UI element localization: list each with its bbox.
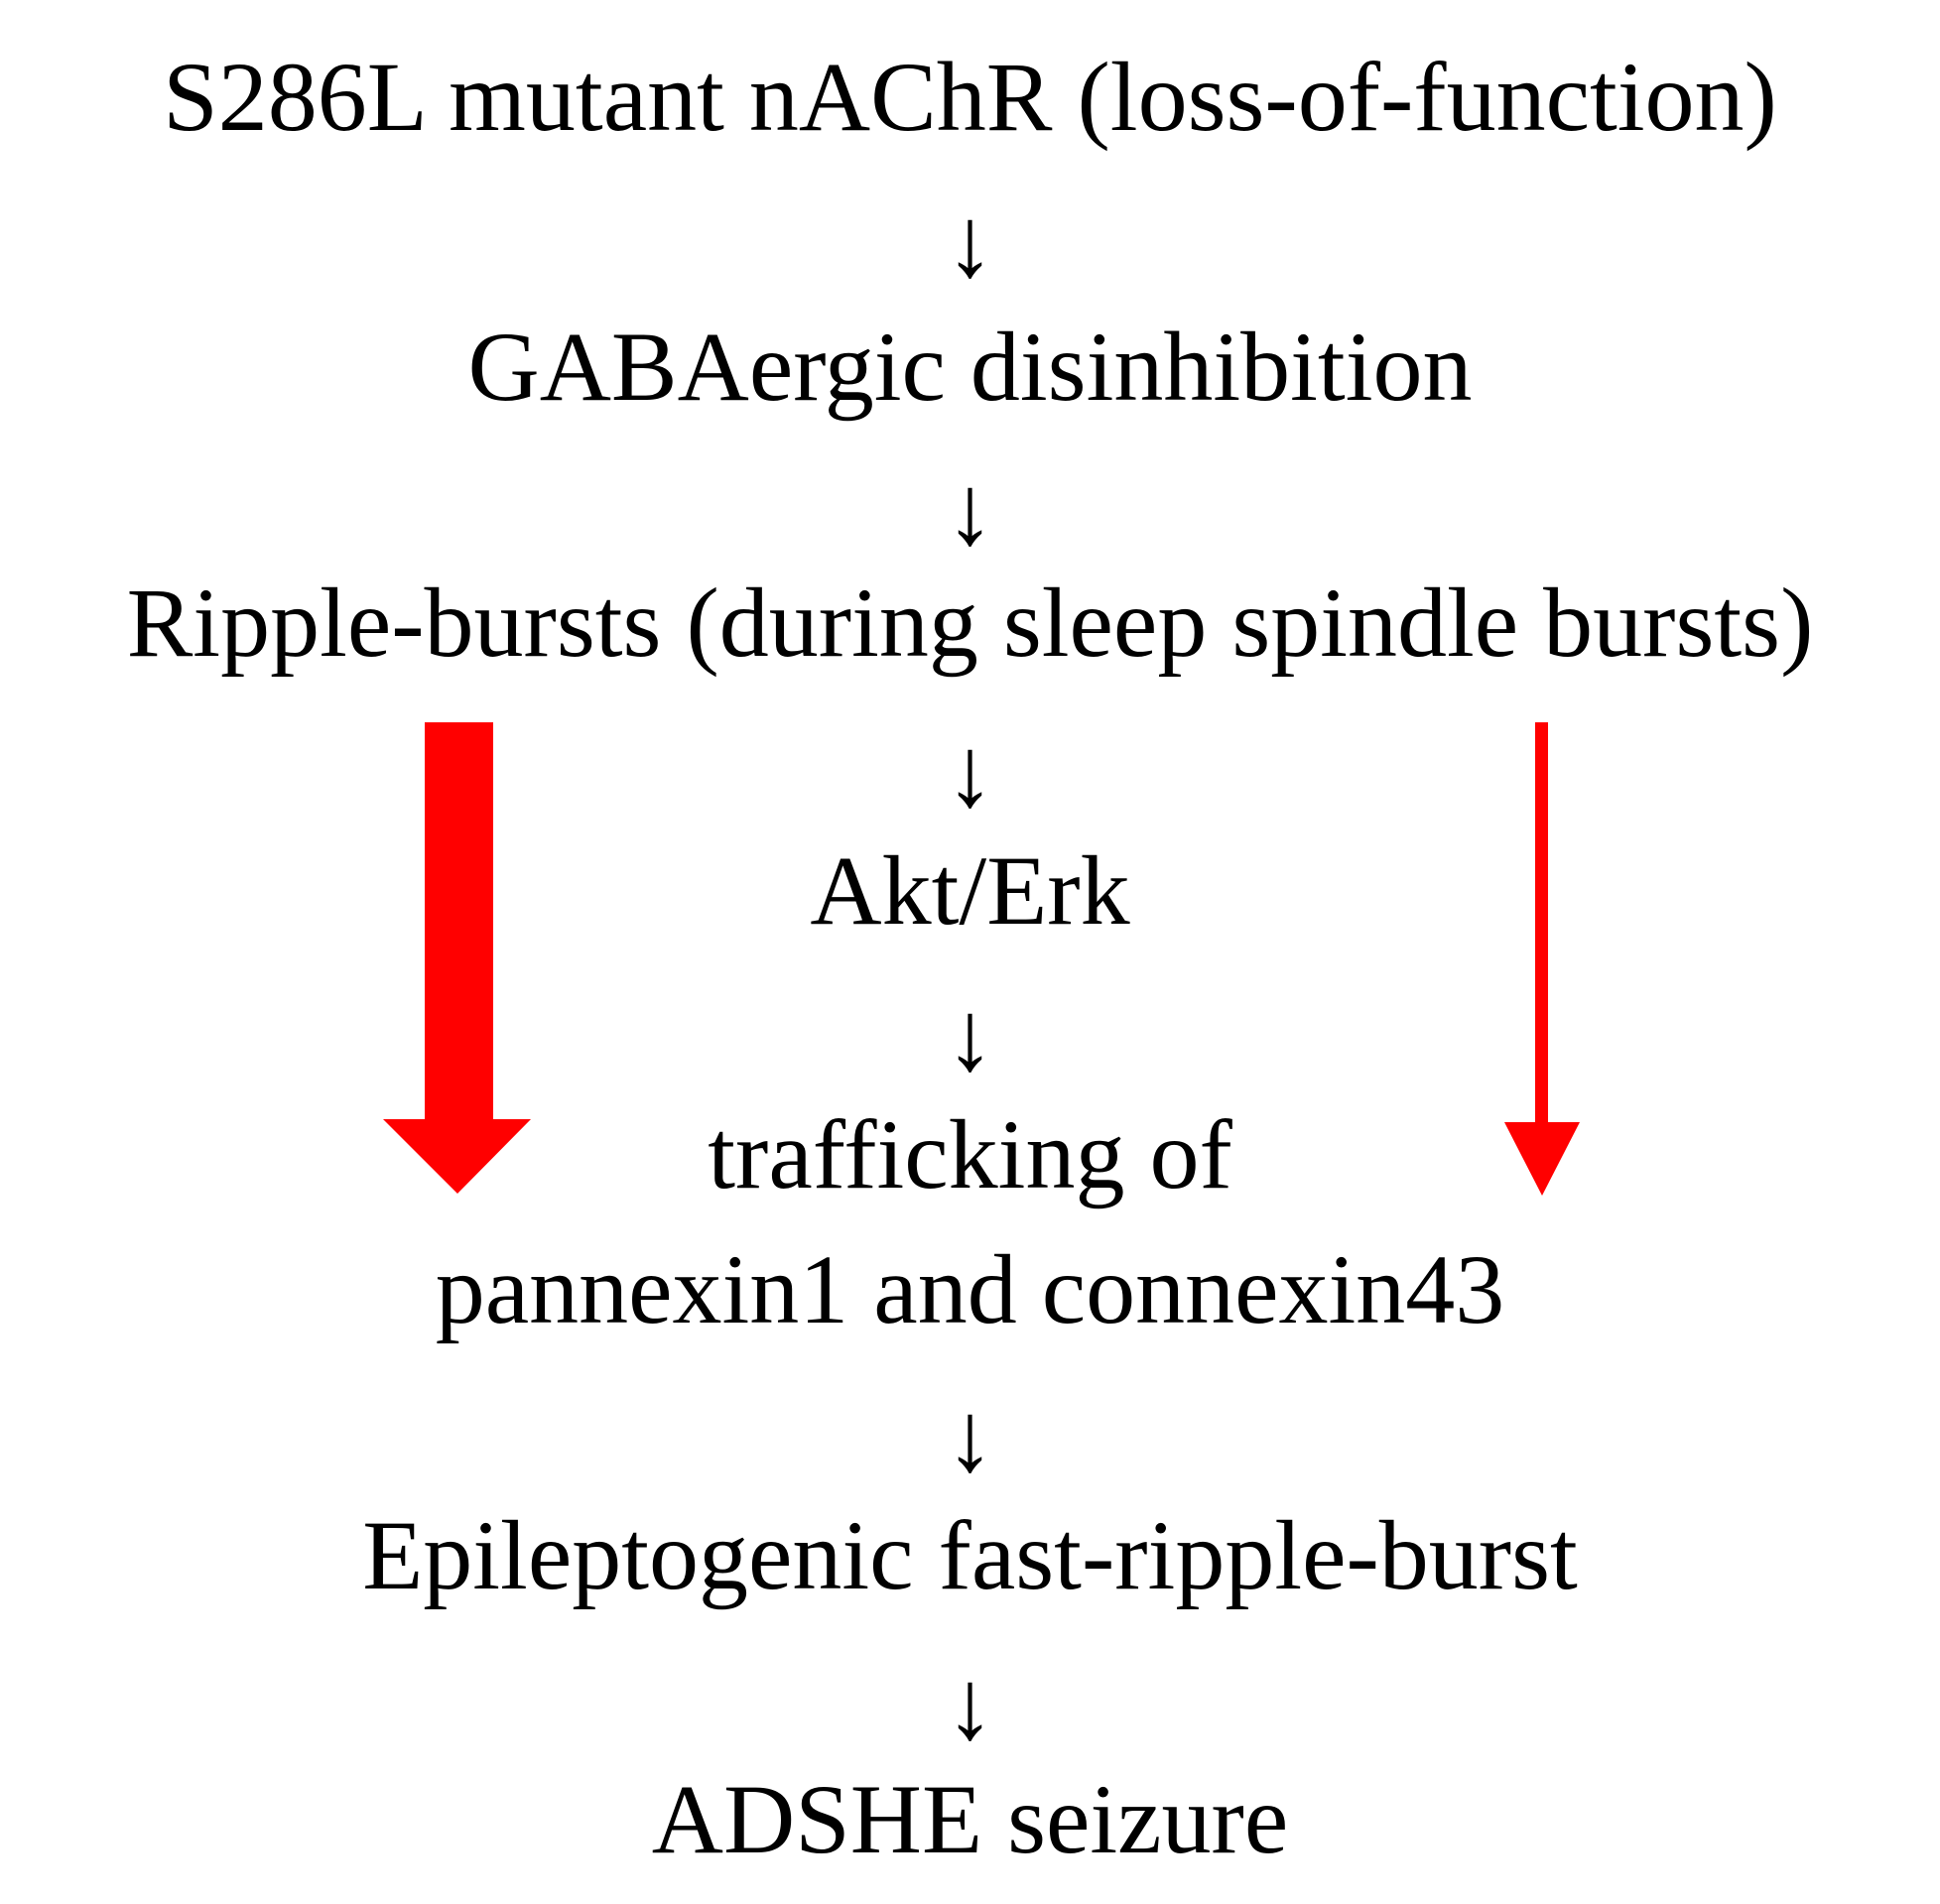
down-arrow-icon: ↓ bbox=[945, 717, 995, 827]
node-fast-ripple-burst: Epileptogenic fast-ripple-burst bbox=[362, 1500, 1578, 1610]
down-arrow-icon: ↓ bbox=[945, 981, 995, 1091]
node-mutant-nachr: S286L mutant nAChR (loss-of-function) bbox=[163, 42, 1777, 152]
node-ripple-bursts: Ripple-bursts (during sleep spindle burs… bbox=[126, 568, 1814, 678]
node-adshe-seizure: ADSHE seizure bbox=[651, 1764, 1289, 1874]
node-trafficking-line2: pannexin1 and connexin43 bbox=[435, 1234, 1505, 1344]
down-arrow-icon: ↓ bbox=[945, 455, 995, 566]
down-arrow-icon: ↓ bbox=[945, 1382, 995, 1492]
node-trafficking-line1: trafficking of bbox=[708, 1099, 1232, 1209]
node-gabaergic-disinhibition: GABAergic disinhibition bbox=[467, 312, 1473, 422]
node-akt-erk: Akt/Erk bbox=[810, 835, 1130, 946]
down-arrow-icon: ↓ bbox=[945, 188, 995, 298]
down-arrow-icon: ↓ bbox=[945, 1650, 995, 1760]
